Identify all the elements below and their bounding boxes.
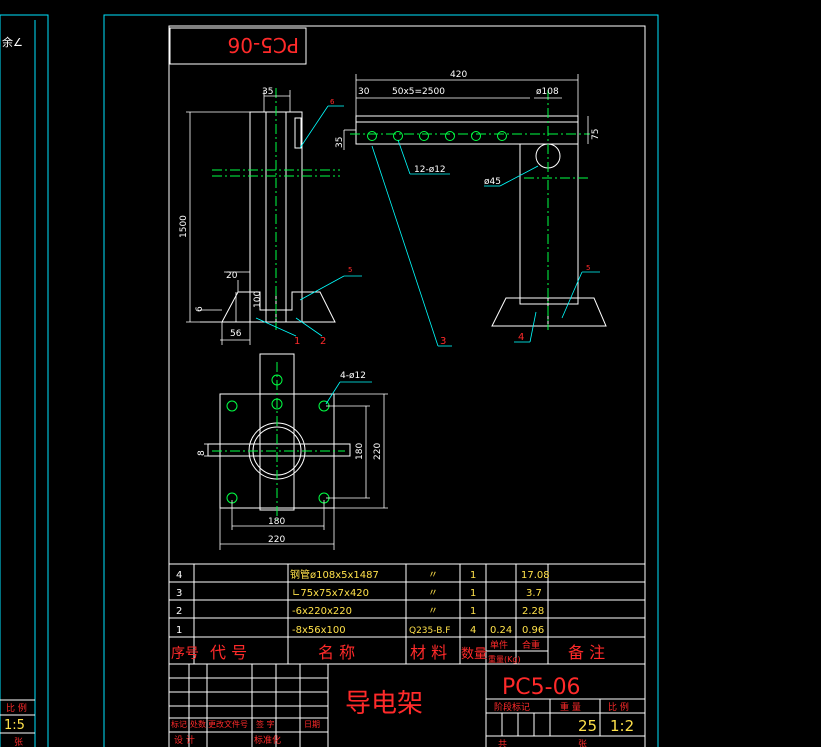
dim-plate-inner: 180 — [355, 443, 365, 460]
part-total-weight: 0.96 — [522, 625, 544, 636]
part-qty: 1 — [470, 588, 476, 599]
parts-list-grid — [168, 563, 646, 665]
weld-symbol-1: 6 — [330, 98, 335, 106]
weld-symbol-3: 5 — [586, 264, 590, 272]
front-view: 35 1500 20 100 6 56 6 5 1 2 — [179, 87, 362, 347]
header-unit: 单件 — [490, 639, 508, 651]
parts-row: 3 ∟75x75x7x420 〃 1 3.7 — [176, 588, 542, 599]
label-design: 设 计 — [174, 734, 195, 746]
drawing-border — [168, 25, 646, 747]
part-total-weight: 2.28 — [522, 606, 544, 617]
dim-rib-thick: 8 — [197, 450, 207, 456]
dim-plate-outer: 220 — [373, 443, 383, 460]
top-title-code: PC5-06 — [228, 33, 299, 57]
label-weight: 重 量 — [560, 701, 581, 713]
parts-header: 序号 代 号 名 称 材 料 数量 单件 合重 重量(Kg) 备 注 — [171, 639, 605, 664]
label-scale: 比 例 — [608, 701, 629, 713]
left-bottom-text: 张 — [14, 737, 23, 747]
part-qty: 1 — [470, 570, 476, 581]
label-date: 日期 — [304, 720, 320, 729]
dim-hole-offset: 35 — [335, 137, 345, 148]
part-total-weight: 17.08 — [521, 570, 550, 581]
drawing-name: 导电架 — [345, 689, 423, 719]
header-qty: 数量 — [461, 647, 487, 662]
parts-rows: 4 钢管ø108x5x1487 〃 1 17.08 3 ∟75x75x7x420… — [176, 568, 550, 636]
label-sheet-total: 共 — [498, 739, 507, 747]
main-sheet-frame — [103, 14, 659, 747]
dim-base-thick: 6 — [195, 306, 205, 312]
part-no: 1 — [176, 625, 182, 636]
drawing-code: PC5-06 — [502, 675, 581, 700]
parts-row: 2 -6x220x220 〃 1 2.28 — [176, 606, 544, 617]
title-block-grid — [169, 663, 645, 747]
sheet-frames — [0, 14, 659, 747]
dim-base-half: 56 — [230, 329, 242, 339]
left-sheet-frame — [0, 14, 49, 747]
left-scale-label: 比 例 — [6, 702, 27, 714]
part-name: -8x56x100 — [292, 625, 346, 636]
part-name: -6x220x220 — [292, 606, 352, 617]
side-view: 420 30 50x5=2500 ø108 75 35 12-ø12 ø45 5… — [335, 70, 607, 347]
part-material: 〃 — [428, 570, 438, 581]
dim-post-width: 35 — [262, 87, 273, 97]
dim-plate-holes: 4-ø12 — [340, 371, 366, 381]
dim-holes-beam: 12-ø12 — [414, 165, 446, 175]
part-material: Q235-B.F — [409, 626, 450, 636]
weld-symbol-2: 5 — [348, 266, 352, 274]
dim-height: 1500 — [179, 215, 189, 238]
inner-border — [168, 25, 646, 747]
callout-2: 2 — [320, 336, 326, 347]
label-count: 处数 — [190, 719, 206, 729]
dim-start: 30 — [358, 87, 370, 97]
left-scale-value: 1:5 — [4, 718, 25, 733]
part-unit-weight: 0.24 — [490, 625, 512, 636]
label-change-doc: 更改文件号 — [208, 719, 248, 729]
callout-4: 4 — [518, 332, 524, 343]
callout-1: 1 — [294, 336, 300, 347]
part-total-weight: 3.7 — [526, 588, 542, 599]
dim-plate-outer-w: 220 — [268, 535, 285, 545]
part-no: 3 — [176, 588, 182, 599]
header-total: 合重 — [522, 639, 540, 651]
label-stage: 阶段标记 — [494, 701, 530, 713]
header-name: 名 称 — [318, 643, 355, 662]
header-no: 序号 — [171, 646, 199, 662]
part-material: 〃 — [428, 606, 438, 617]
dim-pipe-diameter: ø108 — [536, 87, 559, 97]
left-corner-text: 余∠ — [2, 35, 23, 49]
parts-row: 4 钢管ø108x5x1487 〃 1 17.08 — [176, 568, 550, 581]
header-weight: 重量(Kg) — [488, 654, 521, 664]
label-signature: 签 字 — [256, 719, 275, 729]
value-weight: 25 — [578, 717, 597, 735]
header-remark: 备 注 — [568, 643, 605, 662]
dim-plate-inner-w: 180 — [268, 517, 285, 527]
title-block: 导电架 PC5-06 标记 处数 更改文件号 签 字 日期 设 计 标准化 阶段… — [171, 675, 634, 747]
part-name: 钢管ø108x5x1487 — [290, 568, 379, 581]
dim-beam-height: 75 — [591, 129, 601, 140]
part-qty: 4 — [470, 625, 476, 636]
label-standard: 标准化 — [254, 734, 281, 746]
header-code: 代 号 — [210, 643, 247, 662]
part-qty: 1 — [470, 606, 476, 617]
parts-row: 1 -8x56x100 Q235-B.F 4 0.24 0.96 — [176, 625, 544, 636]
header-material: 材 料 — [410, 643, 447, 662]
part-material: 〃 — [428, 588, 438, 599]
callout-3: 3 — [440, 336, 446, 347]
label-marks: 标记 — [171, 719, 187, 729]
part-name: ∟75x75x7x420 — [292, 588, 369, 599]
plan-view: 4-ø12 180 220 180 220 8 — [197, 353, 388, 550]
dim-hole-large: ø45 — [484, 177, 501, 187]
top-title-box — [169, 27, 307, 65]
value-scale: 1:2 — [610, 717, 634, 735]
part-no: 2 — [176, 606, 182, 617]
dim-overall-width: 420 — [450, 70, 467, 80]
dim-pitch: 50x5=2500 — [392, 87, 445, 97]
label-sheet-no: 张 — [578, 739, 587, 747]
left-title-lines — [0, 699, 35, 734]
dim-rib-height: 100 — [253, 291, 263, 308]
dim-rib-width: 20 — [226, 271, 238, 281]
part-no: 4 — [176, 570, 182, 581]
